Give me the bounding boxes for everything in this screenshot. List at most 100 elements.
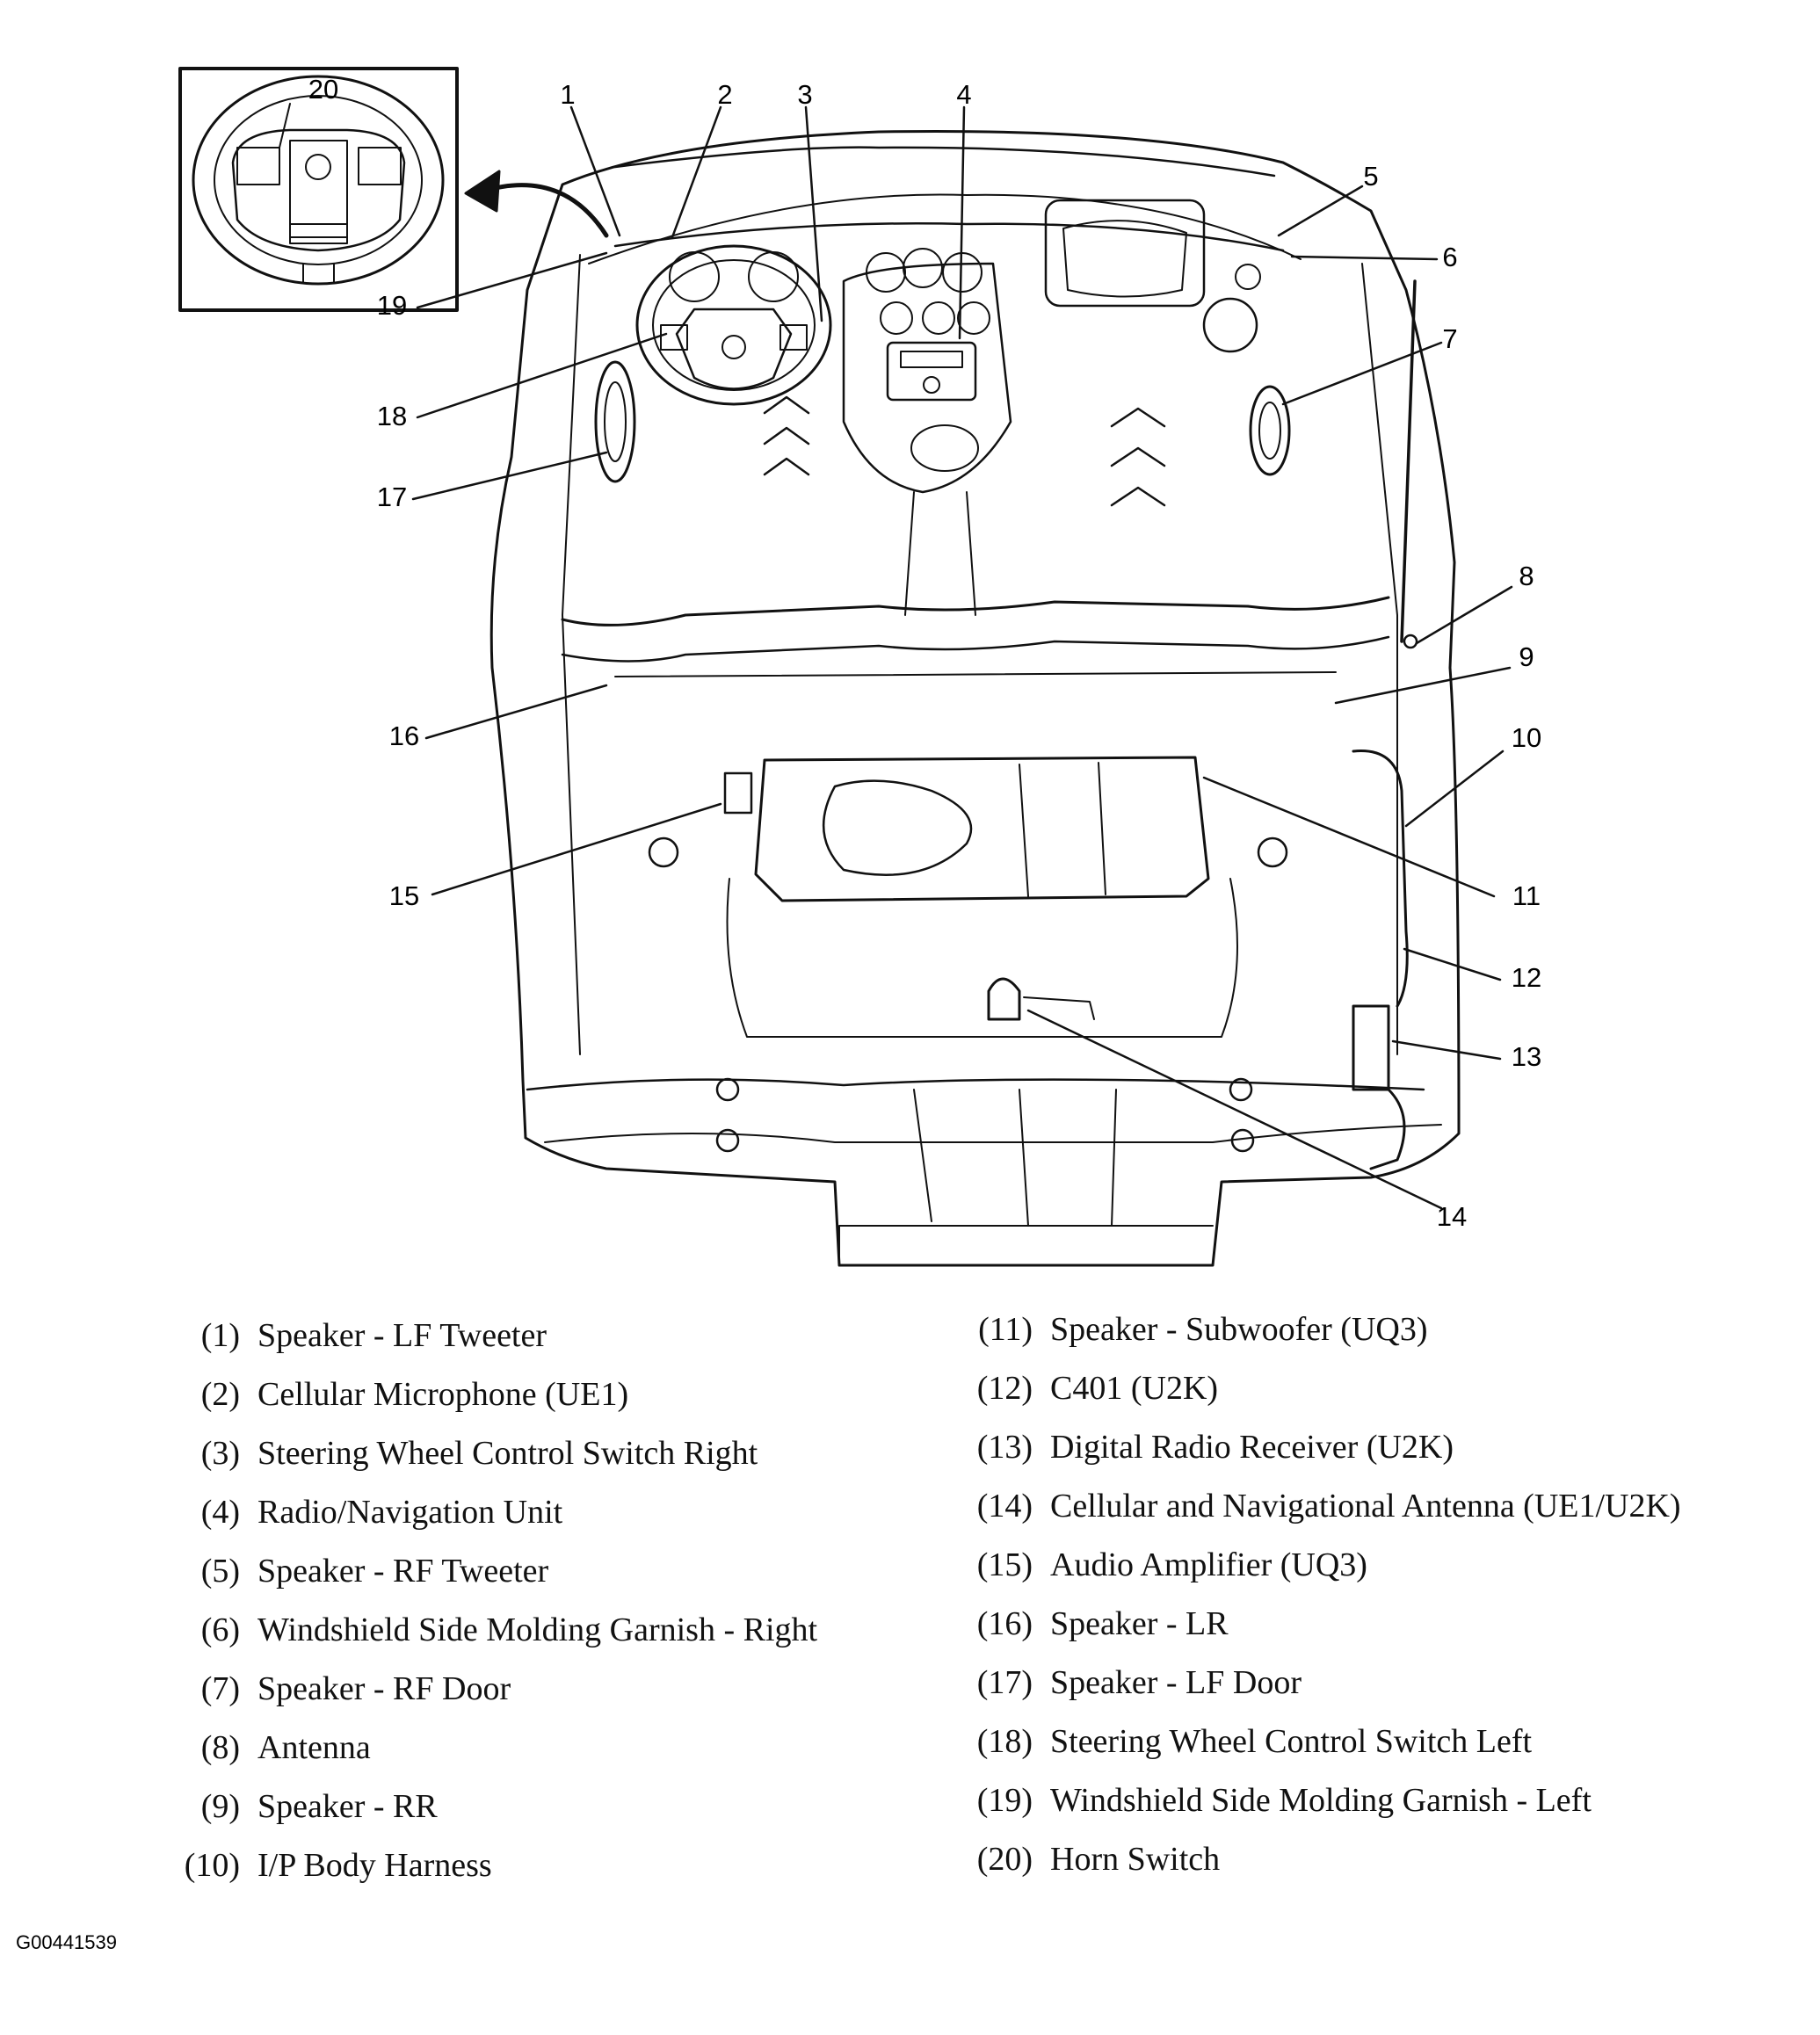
callout-20: 20 [308, 74, 338, 105]
legend-item: (18) Steering Wheel Control Switch Left [954, 1713, 1681, 1771]
legend-number: (3) [200, 1435, 240, 1472]
legend-number: (5) [200, 1553, 240, 1590]
callout-13: 13 [1512, 1041, 1541, 1072]
legend-item: (15) Audio Amplifier (UQ3) [954, 1536, 1681, 1595]
vehicle-body [489, 129, 1461, 1267]
legend-right-column: (11)Speaker - Subwoofer (UQ3)(12)C401 (U… [954, 1300, 1681, 1889]
callout-16: 16 [389, 721, 419, 751]
callout-8: 8 [1519, 561, 1534, 591]
speaker-lf-door [594, 360, 636, 483]
legend-label: Digital Radio Receiver (U2K) [1050, 1429, 1454, 1466]
callout-18: 18 [377, 401, 407, 431]
legend-item: (17) Speaker - LF Door [954, 1654, 1681, 1713]
subwoofer-enclosure [726, 756, 1238, 1038]
legend-item: (5) Speaker - RF Tweeter [163, 1542, 817, 1601]
legend-number: (19) [976, 1782, 1033, 1819]
legend-item: (3) Steering Wheel Control Switch Right [163, 1424, 817, 1483]
legend-label: Speaker - RF Tweeter [257, 1553, 549, 1590]
legend-item: (7) Speaker - RF Door [163, 1660, 817, 1719]
steering-wheel-inset [178, 67, 459, 312]
legend-number: (18) [976, 1723, 1033, 1760]
legend-number: (1) [200, 1317, 240, 1354]
steering-wheel [635, 244, 832, 406]
legend-label: I/P Body Harness [257, 1847, 492, 1884]
legend-item: (10) I/P Body Harness [163, 1836, 817, 1895]
callout-4: 4 [956, 79, 971, 110]
antenna-base [1403, 634, 1418, 649]
legend-label: Antenna [257, 1729, 371, 1766]
callout-3: 3 [797, 79, 812, 110]
callout-19: 19 [377, 290, 407, 321]
legend-number: (8) [200, 1729, 240, 1766]
legend-item: (2) Cellular Microphone (UE1) [163, 1365, 817, 1424]
legend-item: (13) Digital Radio Receiver (U2K) [954, 1418, 1681, 1477]
legend-label: Speaker - RR [257, 1788, 438, 1825]
legend-label: Steering Wheel Control Switch Left [1050, 1723, 1533, 1760]
mounting-holes [648, 836, 1288, 1153]
legend-label: Cellular and Navigational Antenna (UE1/U… [1050, 1488, 1681, 1524]
ip-body-harness [1352, 750, 1409, 1170]
callout-11: 11 [1512, 880, 1541, 911]
callout-labels: 20 1 2 3 4 5 6 7 8 9 10 11 12 13 14 15 1… [308, 74, 1541, 1232]
legend-number: (4) [200, 1494, 240, 1531]
callout-2: 2 [717, 79, 732, 110]
callout-5: 5 [1363, 161, 1378, 192]
legend-item: (12)C401 (U2K) [954, 1359, 1681, 1418]
legend-left-column: (1) Speaker - LF Tweeter (2) Cellular Micro… [163, 1307, 817, 1895]
center-stack [842, 248, 1012, 616]
callout-10: 10 [1512, 722, 1541, 753]
legend-number: (2) [200, 1376, 240, 1413]
legend-item: (8) Antenna [163, 1719, 817, 1778]
floor-chevrons [763, 395, 1166, 507]
legend-number: (17) [976, 1664, 1033, 1701]
legend-item: (1) Speaker - LF Tweeter [163, 1307, 817, 1365]
legend-number: (15) [976, 1546, 1033, 1583]
legend-label: Audio Amplifier (UQ3) [1050, 1546, 1367, 1583]
figure-id: G00441539 [16, 1931, 117, 1953]
antenna-mast [1400, 279, 1417, 643]
callout-9: 9 [1519, 641, 1534, 672]
cross-car-beam [561, 596, 1390, 677]
legend-label: Radio/Navigation Unit [257, 1494, 563, 1531]
leader-lines [411, 105, 1513, 1210]
legend-item: (20) Horn Switch [954, 1830, 1681, 1889]
legend-label: Horn Switch [1050, 1841, 1221, 1878]
inset-arrow-head [464, 170, 501, 213]
legend-number: (10) [184, 1847, 240, 1884]
digital-radio-receiver [1352, 1004, 1390, 1091]
legend-label: Windshield Side Molding Garnish - Right [257, 1611, 818, 1648]
vehicle-interior-diagram: 20 1 2 3 4 5 6 7 8 9 10 11 12 13 14 15 1… [178, 67, 1541, 1267]
legend-number: (9) [200, 1788, 240, 1825]
callout-1: 1 [560, 79, 575, 110]
legend-label: Speaker - LF Door [1050, 1664, 1302, 1701]
cellular-nav-antenna [987, 977, 1095, 1021]
legend-number: (7) [200, 1670, 240, 1707]
legend-item: (16) Speaker - LR [954, 1595, 1681, 1654]
callout-12: 12 [1512, 962, 1541, 993]
legend-number: (13) [976, 1429, 1033, 1466]
legend-item: (6)Windshield Side Molding Garnish - Rig… [163, 1601, 817, 1660]
legend-label: Speaker - RF Door [257, 1670, 511, 1707]
callout-17: 17 [377, 482, 407, 512]
legend-number: (20) [976, 1841, 1033, 1878]
legend-number: (16) [976, 1605, 1033, 1642]
callout-7: 7 [1442, 323, 1457, 354]
legend-item: (11)Speaker - Subwoofer (UQ3) [954, 1300, 1681, 1359]
callout-15: 15 [389, 880, 419, 911]
legend-number: (14) [976, 1488, 1033, 1524]
legend-item: (9) Speaker - RR [163, 1778, 817, 1836]
legend-label: Steering Wheel Control Switch Right [257, 1435, 758, 1472]
audio-amplifier [723, 771, 753, 815]
speaker-rf-door [1249, 385, 1291, 476]
legend-label: Speaker - LF Tweeter [257, 1317, 547, 1354]
legend-item: (4) Radio/Navigation Unit [163, 1483, 817, 1542]
legend-label: Speaker - LR [1050, 1605, 1229, 1642]
callout-14: 14 [1437, 1201, 1467, 1232]
legend-label: Speaker - Subwoofer (UQ3) [1050, 1311, 1428, 1348]
legend-item: (14) Cellular and Navigational Antenna (U… [954, 1477, 1681, 1536]
legend-label: Windshield Side Molding Garnish - Left [1050, 1782, 1592, 1819]
legend-label: Cellular Microphone (UE1) [257, 1376, 629, 1413]
legend-number: (12) [976, 1370, 1033, 1407]
callout-6: 6 [1442, 242, 1457, 272]
inset-arrow [479, 183, 609, 238]
